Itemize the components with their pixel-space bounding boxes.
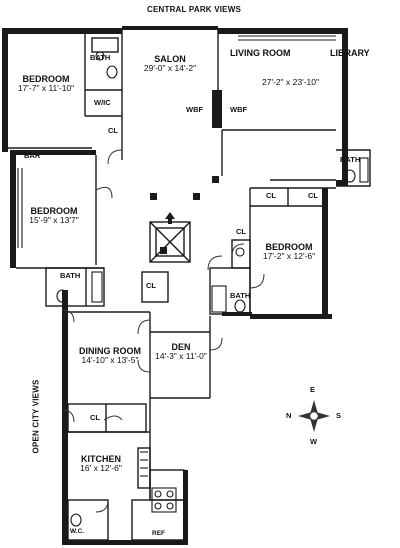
bath-label-2: BATH <box>340 155 361 164</box>
bedroom-3-label: BEDROOM 17'-2" x 12'-6" <box>262 242 316 262</box>
fixtures <box>17 35 369 527</box>
bath-label-4: BATH <box>230 291 251 300</box>
open-city-views-label: OPEN CITY VIEWS <box>31 379 41 454</box>
bath-label-1: BATH <box>90 53 111 62</box>
bedroom-1-label: BEDROOM 17'-7" x 11'-10" <box>17 74 75 94</box>
closet-label-6: CL <box>90 413 100 422</box>
central-park-views-label: CENTRAL PARK VIEWS <box>147 5 241 14</box>
compass-east: E <box>310 385 316 394</box>
dining-room-label: DINING ROOM 14'-10" x 13'-5" <box>79 346 141 366</box>
water-closet-label: W.C. <box>70 528 85 535</box>
closet-label-3: CL <box>308 191 318 200</box>
library-label: LIBRARY <box>330 48 370 58</box>
wbf-label-left: WBF <box>186 105 204 114</box>
closet-label-2: CL <box>266 191 276 200</box>
closet-label-5: CL <box>146 281 156 290</box>
closet-label-1: CL <box>108 126 118 135</box>
refrigerator-label: REF <box>152 530 165 537</box>
wbf-label-right: WBF <box>230 105 248 114</box>
bath-label-3: BATH <box>60 271 81 280</box>
compass-west: W <box>310 437 318 446</box>
living-library-dims: 27'-2" x 23'-10" <box>262 77 320 87</box>
walk-in-closet-label: W/IC <box>94 98 111 107</box>
thick-walls <box>2 26 348 545</box>
den-label: DEN 14'-3" x 11'-0" <box>155 342 207 362</box>
salon-label: SALON 29'-0" x 14'-2" <box>143 54 197 74</box>
elevator-arrow-icon <box>165 212 175 224</box>
door-swings <box>61 149 265 513</box>
compass-north: N <box>286 411 292 420</box>
living-room-label: LIVING ROOM <box>230 48 291 58</box>
thin-walls <box>8 30 371 541</box>
closet-label-4: CL <box>236 227 246 236</box>
kitchen-label: KITCHEN 16' x 12'-6" <box>80 454 122 474</box>
compass-south: S <box>336 411 342 420</box>
bedroom-2-label: BEDROOM 15'-9" x 13'7" <box>29 206 79 226</box>
bar-label: BAR <box>24 151 41 160</box>
compass-rose-icon <box>298 400 330 432</box>
